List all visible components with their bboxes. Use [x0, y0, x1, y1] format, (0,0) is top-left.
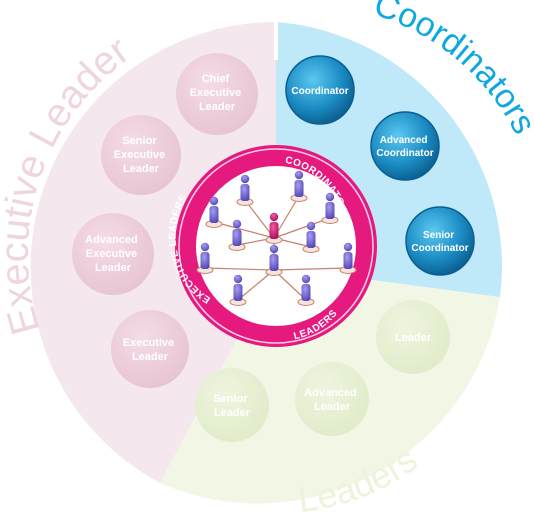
- svg-text:Advanced Leader: Advanced Leader: [304, 387, 360, 413]
- person-icon: [302, 221, 320, 253]
- svg-text:Advanced Executive: Advanced Executive Leader: [85, 234, 141, 274]
- node-senior-coordinator: Senior Coordinator: [405, 206, 475, 276]
- person-icon: [265, 212, 283, 244]
- svg-text:Executive Leader: Executive Leader: [123, 337, 177, 363]
- svg-text:Leader: Leader: [395, 332, 432, 344]
- person-icon: [290, 170, 308, 202]
- node-chief-executive-leader: Chief Executive Leader: [176, 53, 258, 135]
- svg-text:Senior Coordinator: Senior Coordinator: [411, 230, 468, 254]
- svg-text:Senior Executive L: Senior Executive Leader: [114, 135, 168, 175]
- node-advanced-executive-leader: Advanced Executive Leader: [72, 213, 154, 295]
- people-network: [196, 170, 357, 306]
- person-icon: [297, 274, 315, 306]
- node-leader: Leader: [376, 300, 450, 374]
- node-advanced-coordinator: Advanced Coordinator: [370, 111, 440, 181]
- node-senior-leader: Senior Leader: [195, 368, 269, 442]
- person-icon: [265, 244, 283, 276]
- person-icon: [339, 242, 357, 274]
- person-icon: [228, 219, 246, 251]
- node-coordinator: Coordinator: [285, 55, 355, 125]
- person-icon: [236, 174, 254, 206]
- svg-text:Chief Executive Le: Chief Executive Leader: [190, 73, 244, 113]
- node-senior-executive-leader: Senior Executive Leader: [101, 115, 181, 195]
- person-icon: [196, 242, 214, 274]
- svg-text:Coordinator: Coordinator: [291, 86, 348, 97]
- svg-text:Advanced Coordinator: Advanced Coordinator: [376, 135, 433, 159]
- person-icon: [321, 192, 339, 224]
- node-executive-leader: Executive Leader: [111, 310, 189, 388]
- person-icon: [229, 274, 247, 306]
- svg-text:Senior Leader: Senior Leader: [213, 393, 250, 419]
- node-advanced-leader: Advanced Leader: [295, 362, 369, 436]
- person-icon: [205, 196, 223, 228]
